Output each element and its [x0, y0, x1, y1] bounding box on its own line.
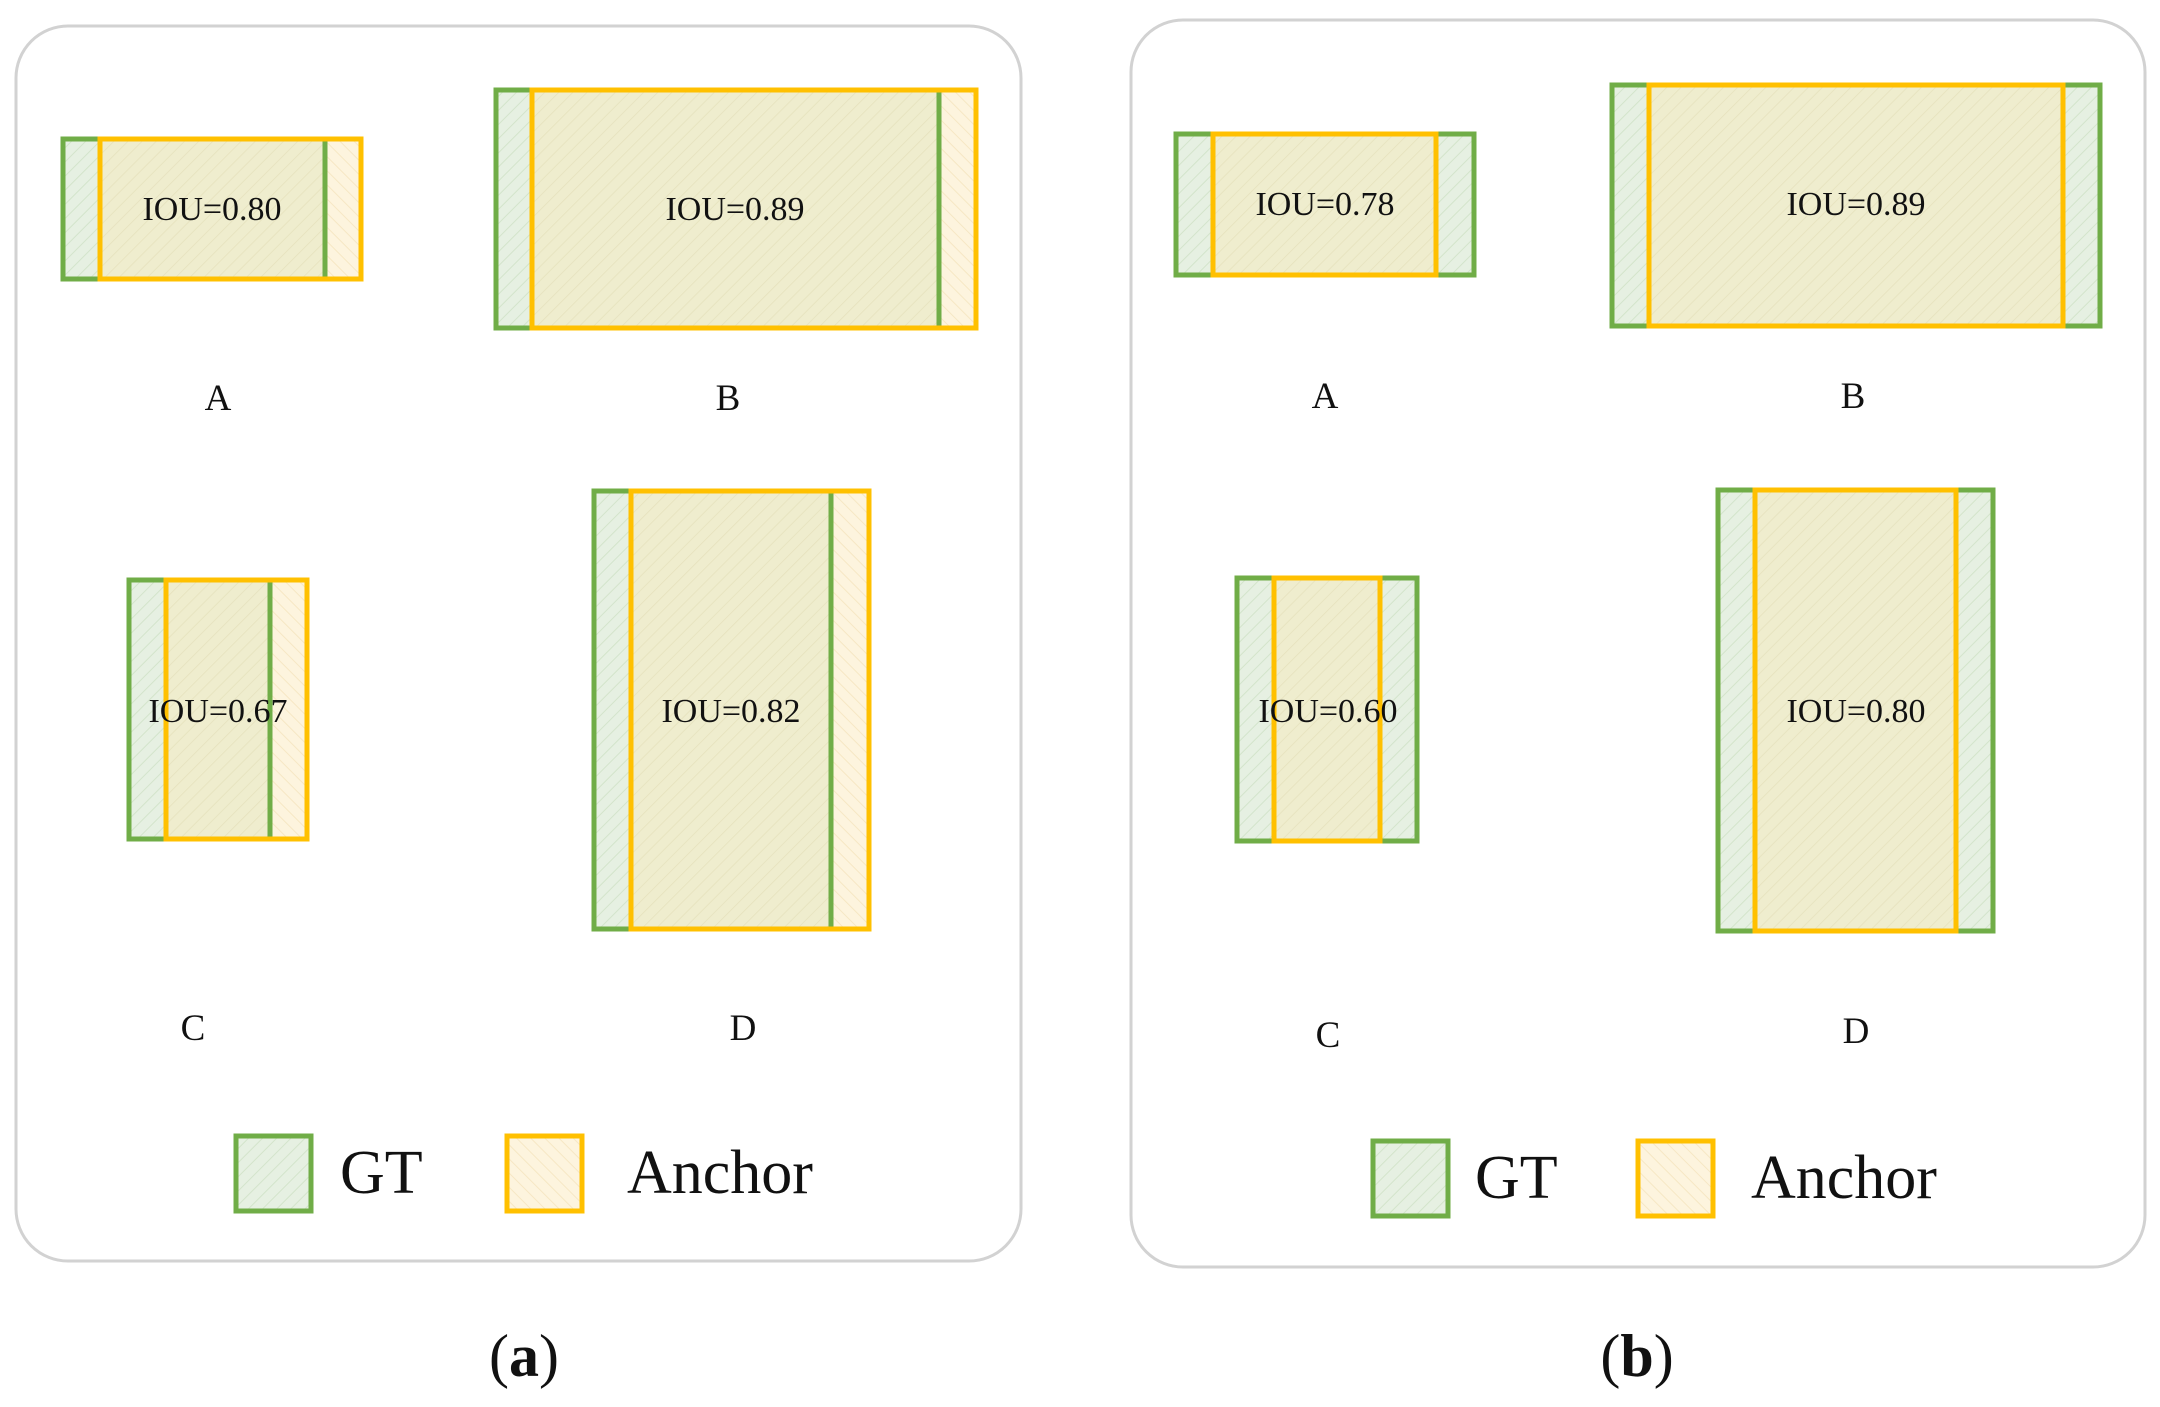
overlap-region — [1274, 578, 1380, 841]
box-name-label: A — [205, 378, 232, 419]
iou-label: IOU=0.67 — [148, 693, 287, 730]
panel-b-legend: GT Anchor — [1370, 1138, 1937, 1219]
iou-label: IOU=0.78 — [1255, 186, 1394, 223]
panel-a-box-d: IOU=0.82 D — [591, 488, 872, 1049]
box-name-label: C — [1316, 1015, 1341, 1056]
gt-legend-label: GT — [1475, 1144, 1558, 1212]
anchor-legend-label: Anchor — [627, 1139, 813, 1207]
box-name-label: D — [730, 1008, 757, 1049]
gt-only-region — [2063, 85, 2100, 326]
anchor-legend-label: Anchor — [1751, 1144, 1937, 1212]
panel-a-box-b: IOU=0.89 B — [493, 87, 979, 419]
gt-only-region — [1237, 578, 1274, 841]
anchor-only-region — [325, 139, 361, 279]
panel-a-frame — [14, 24, 1023, 1263]
gt-legend-swatch — [1370, 1138, 1451, 1219]
gt-only-region — [594, 491, 631, 929]
overlap-region — [1649, 85, 2063, 326]
box-name-label: B — [716, 378, 741, 419]
gt-only-region — [63, 139, 100, 279]
anchor-box — [1752, 487, 1959, 934]
panel-b-box-a: IOU=0.78 A — [1173, 131, 1477, 417]
gt-only-region — [1956, 490, 1993, 931]
anchor-box — [628, 488, 872, 932]
box-name-label: A — [1312, 376, 1339, 417]
gt-legend-label: GT — [340, 1139, 423, 1207]
gt-only-region — [1436, 134, 1474, 275]
caption-close: ) — [1654, 1323, 1674, 1389]
iou-label: IOU=0.60 — [1258, 693, 1397, 730]
anchor-box — [97, 136, 364, 282]
anchor-legend-swatch — [1635, 1138, 1716, 1219]
anchor-box — [1210, 131, 1439, 278]
gt-only-region — [1176, 134, 1213, 275]
overlap-region — [1213, 134, 1436, 275]
caption-letter: b — [1620, 1323, 1653, 1389]
iou-label: IOU=0.89 — [1786, 186, 1925, 223]
anchor-only-region — [831, 491, 869, 929]
box-name-label: C — [181, 1008, 206, 1049]
anchor-legend-swatch — [504, 1133, 585, 1214]
gt-only-region — [1380, 578, 1417, 841]
overlap-region — [532, 90, 939, 328]
panel-a-box-c: IOU=0.67 C — [126, 577, 310, 1049]
panel-b: IOU=0.78 A IOU=0.89 B IOU=0.60 C — [1129, 18, 2147, 1389]
caption-open: ( — [489, 1323, 509, 1389]
caption-letter: a — [509, 1323, 539, 1389]
anchor-box — [1646, 82, 2066, 329]
gt-only-region — [1718, 490, 1755, 931]
panel-b-box-d: IOU=0.80 D — [1715, 487, 1996, 1052]
iou-label: IOU=0.80 — [1786, 693, 1925, 730]
overlap-region — [100, 139, 325, 279]
anchor-only-region — [939, 90, 976, 328]
anchor-box — [1271, 575, 1383, 844]
overlap-region — [1755, 490, 1956, 931]
panel-b-box-b: IOU=0.89 B — [1609, 82, 2103, 417]
caption-open: ( — [1600, 1323, 1620, 1389]
gt-only-region — [496, 90, 532, 328]
gt-only-region — [1612, 85, 1649, 326]
anchor-box — [163, 577, 310, 842]
anchor-box — [529, 87, 979, 331]
anchor-only-region — [270, 580, 307, 839]
panel-b-frame — [1129, 18, 2147, 1269]
box-name-label: B — [1841, 376, 1866, 417]
panel-b-caption: (b) — [1600, 1323, 1673, 1389]
caption-close: ) — [539, 1323, 559, 1389]
overlap-region — [631, 491, 831, 929]
panel-b-box-c: IOU=0.60 C — [1234, 575, 1420, 1056]
iou-label: IOU=0.80 — [142, 191, 281, 228]
iou-label: IOU=0.82 — [661, 693, 800, 730]
panel-a-caption: (a) — [489, 1323, 559, 1389]
panel-a-box-a: IOU=0.80 A — [60, 136, 364, 419]
box-name-label: D — [1843, 1011, 1870, 1052]
panel-a: IOU=0.80 A IOU=0.89 B IOU=0.67 C — [14, 24, 1023, 1389]
iou-label: IOU=0.89 — [665, 191, 804, 228]
panel-a-legend: GT Anchor — [233, 1133, 813, 1214]
gt-only-region — [129, 580, 166, 839]
gt-legend-swatch — [233, 1133, 314, 1214]
overlap-region — [166, 580, 270, 839]
